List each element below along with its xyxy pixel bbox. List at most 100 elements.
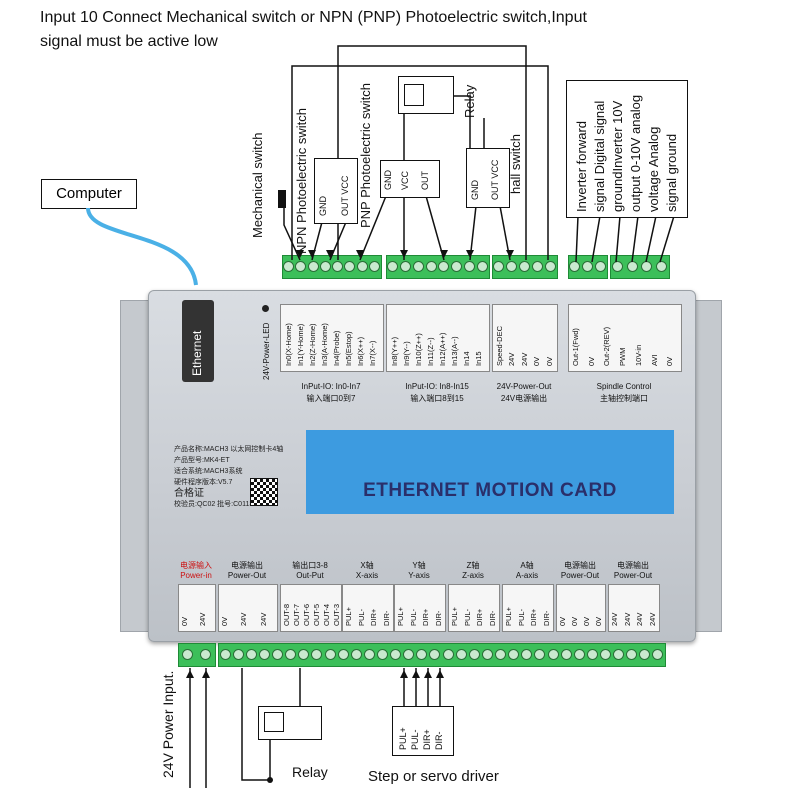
spindle-caption-cn: 主轴控制端口 [600,394,648,403]
terminal-screw[interactable] [495,649,507,660]
bottom-panel-title-cn: 电源输入 [180,561,212,570]
terminal-screw[interactable] [363,649,375,660]
terminal-screw[interactable] [390,649,402,660]
terminal-screw[interactable] [569,261,581,272]
terminal-screw[interactable] [412,261,424,272]
terminal-screw[interactable] [451,261,463,272]
terminal-screw[interactable] [573,649,585,660]
terminal-screw[interactable] [272,649,284,660]
driver-pin-pul-minus: PUL- [410,729,420,750]
bottom-panel [218,584,278,632]
bottom-panel [394,584,446,632]
terminal-screw[interactable] [508,649,520,660]
terminal-screw[interactable] [350,649,362,660]
terminal-screw[interactable] [344,261,356,272]
bottom-panel-title-cn: A轴 [520,561,534,570]
terminal-screw[interactable] [245,649,257,660]
computer-box: Computer [41,179,137,209]
terminal-screw[interactable] [521,649,533,660]
info-line: 合格证 [174,488,204,499]
terminal-screw[interactable] [307,261,319,272]
bottom-panel-title-en: Power-in [180,571,212,580]
driver-pin-pul-plus: PUL+ [398,727,408,750]
terminal-screw[interactable] [468,649,480,660]
terminal-screw[interactable] [599,649,611,660]
terminal-screw[interactable] [534,649,546,660]
bottom-panel [556,584,606,632]
terminal-screw[interactable] [476,261,488,272]
input1-caption: InPut-IO: In0-In7 [301,382,361,391]
terminal-screw[interactable] [626,649,638,660]
mechanical-switch-icon [278,190,286,208]
power-led [262,305,269,312]
terminal-screw[interactable] [442,649,454,660]
terminal-screw[interactable] [519,261,530,272]
terminal-screw[interactable] [655,261,667,272]
terminal-screw[interactable] [652,649,664,660]
bottom-panel-title-cn: Z轴 [466,561,480,570]
terminal-screw[interactable] [547,649,559,660]
banner-text: ETHERNET MOTION CARD [363,480,617,501]
instruction-line-1: Input 10 Connect Mechanical switch or NP… [40,9,587,26]
terminal-screw[interactable] [531,261,543,272]
terminal-screw[interactable] [387,261,399,272]
input2-caption-cn: 输入端口8到15 [410,394,464,403]
power-out-panel [492,304,558,372]
bottom-panel [608,584,660,632]
terminal-screw[interactable] [324,649,336,660]
terminal-screw[interactable] [586,649,598,660]
terminal-screw[interactable] [560,649,572,660]
terminal-screw[interactable] [455,649,467,660]
spindle-panel [568,304,682,372]
terminal-screw[interactable] [311,649,323,660]
driver-label: Step or servo driver [368,768,499,785]
terminal-screw[interactable] [403,649,415,660]
bottom-panel-title-en: X-axis [355,571,379,580]
terminal-screw[interactable] [376,649,388,660]
terminal-screw[interactable] [613,649,625,660]
terminal-screw[interactable] [295,261,307,272]
terminal-screw[interactable] [612,261,624,272]
terminal-screw[interactable] [258,649,270,660]
terminal-screw[interactable] [400,261,412,272]
terminal-screw[interactable] [582,261,593,272]
bottom-panel-title-en: Power-Out [613,571,653,580]
terminal-screw[interactable] [283,261,295,272]
terminal-screw[interactable] [493,261,505,272]
terminal-screw[interactable] [298,649,310,660]
terminal-screw[interactable] [594,261,606,272]
bottom-panel-title-en: Power-Out [227,571,267,580]
terminal-screw[interactable] [182,649,193,660]
terminal-screw[interactable] [319,261,331,272]
bottom-panel-title-cn: 电源输出 [564,561,596,570]
terminal-screw[interactable] [356,261,368,272]
bottom-panel-title-cn: 输出口3-8 [292,561,328,570]
terminal-screw[interactable] [200,649,211,660]
bottom-panel-title-cn: Y轴 [412,561,426,570]
terminal-screw[interactable] [438,261,450,272]
bottom-panel-title-en: Z-axis [462,571,484,580]
relay-coil-icon [404,84,424,106]
hall-switch-box [466,148,510,208]
terminal-screw[interactable] [425,261,437,272]
terminal-screw[interactable] [337,649,349,660]
terminal-screw[interactable] [416,649,428,660]
bottom-panel-title-en: Out-Put [296,571,324,580]
bottom-panel [178,584,216,632]
pnp-switch-box [380,160,440,198]
terminal-screw[interactable] [481,649,493,660]
terminal-screw[interactable] [463,261,475,272]
terminal-screw[interactable] [285,649,297,660]
terminal-screw[interactable] [232,649,244,660]
terminal-screw[interactable] [639,649,651,660]
terminal-screw[interactable] [219,649,231,660]
terminal-screw[interactable] [332,261,344,272]
terminal-screw[interactable] [429,649,441,660]
terminal-screw[interactable] [506,261,518,272]
instruction-line-2: signal must be active low [40,33,218,50]
bottom-panel [502,584,554,632]
terminal-screw[interactable] [544,261,556,272]
driver-pin-dir-plus: DIR+ [422,729,432,750]
terminal-screw[interactable] [368,261,380,272]
